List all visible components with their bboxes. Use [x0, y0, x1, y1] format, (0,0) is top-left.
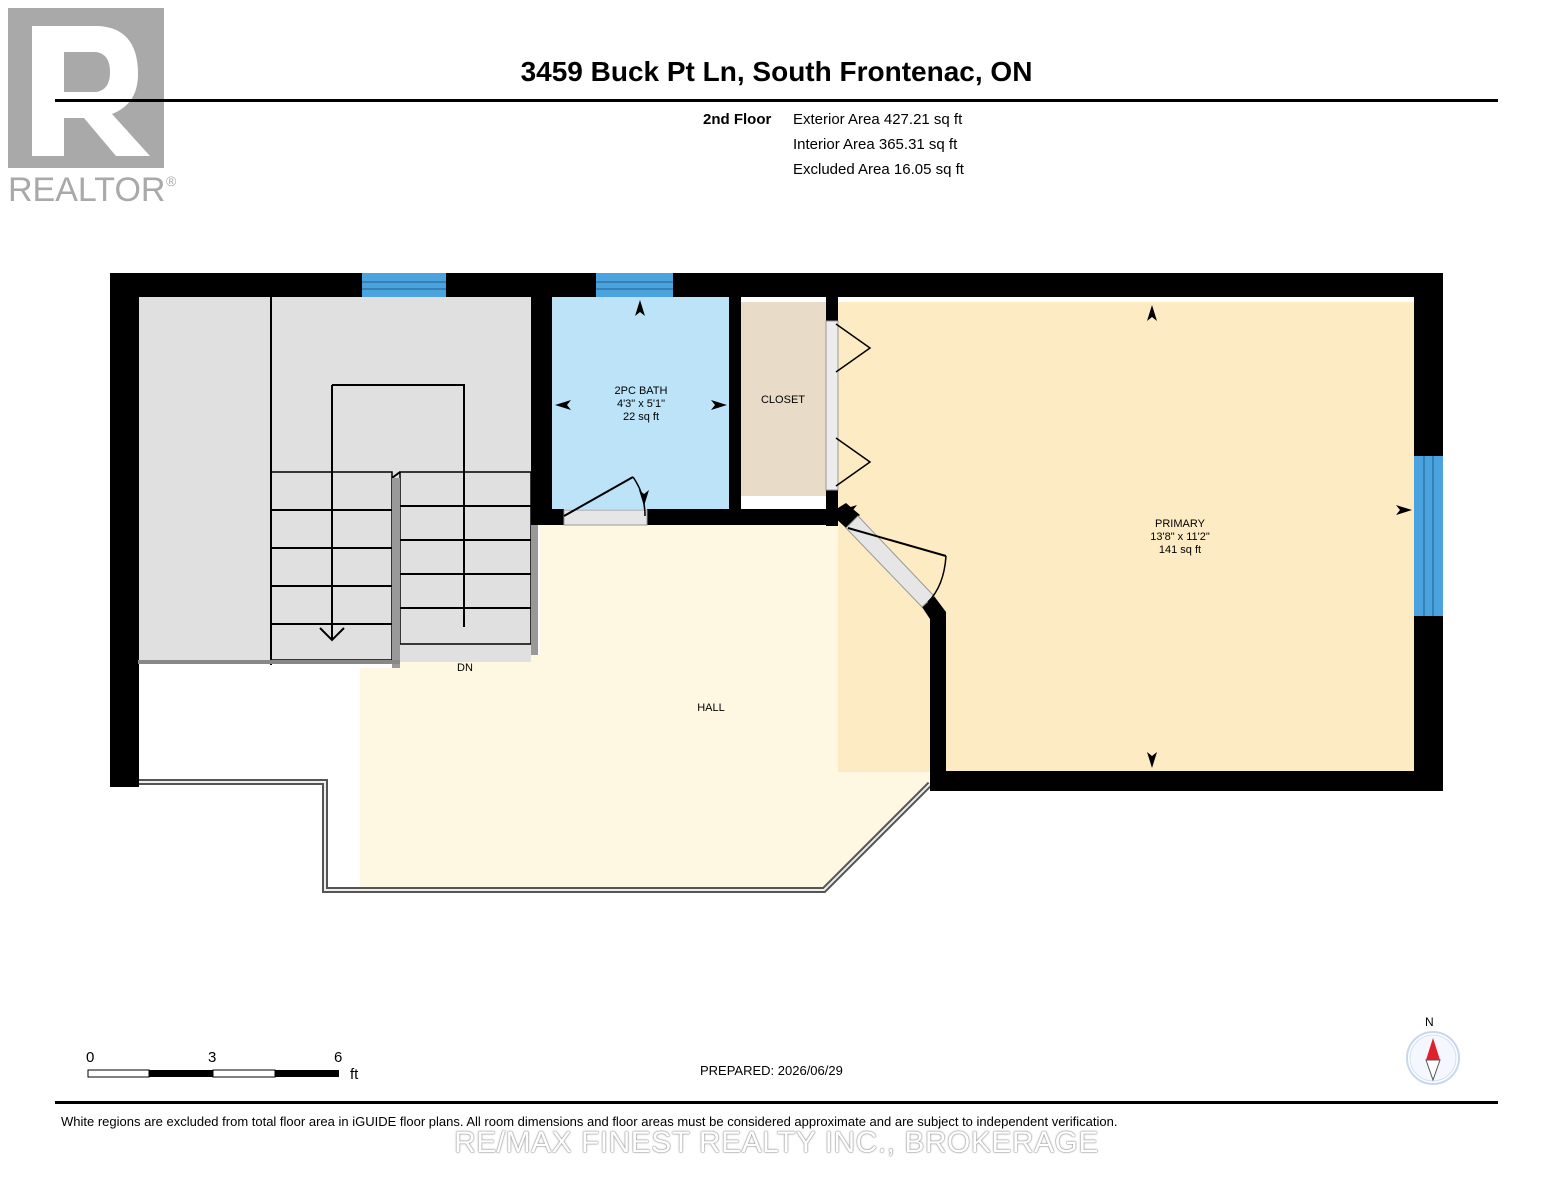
- scale-tick-0: 0: [86, 1049, 95, 1066]
- excluded-area: Excluded Area 16.05 sq ft: [793, 161, 964, 178]
- bath-room: [551, 296, 730, 509]
- prepared-date: PREPARED: 2026/06/29: [700, 1063, 843, 1078]
- floor-label: 2nd Floor: [703, 111, 772, 128]
- diagonal-wall-stub-bottom: [922, 596, 946, 622]
- bath-door-leaf: [563, 476, 634, 517]
- scale-segment-4: [275, 1070, 339, 1077]
- stair-rail-right: [531, 525, 538, 655]
- window-stairs: [362, 273, 446, 297]
- window-primary: [1414, 456, 1443, 616]
- realtor-registered-mark: ®: [166, 173, 177, 189]
- exterior-walls: [110, 273, 1443, 791]
- floor-plan: 2PC BATH 4'3" x 5'1" 22 sq ft CLOSET PRI…: [110, 273, 1443, 893]
- hall-area: [360, 525, 930, 890]
- realtor-logo-r: [32, 26, 150, 156]
- scale-tick-6: 6: [334, 1049, 343, 1066]
- brokerage-watermark: RE/MAX FINEST REALTY INC., BROKERAGE: [454, 1126, 1099, 1159]
- compass-needle-north: [1426, 1038, 1440, 1060]
- compass-needle-south: [1425, 1059, 1441, 1082]
- primary-door-leaf: [847, 527, 947, 557]
- bath-name: 2PC BATH: [615, 385, 668, 397]
- closet-door-track: [825, 320, 839, 491]
- primary-room: [838, 302, 1414, 772]
- scale-unit: ft: [350, 1066, 359, 1083]
- exterior-area: Exterior Area 427.21 sq ft: [793, 111, 963, 128]
- scale-tick-3: 3: [208, 1049, 217, 1066]
- compass-icon: [1406, 1031, 1460, 1085]
- closet-bifold-top: [835, 323, 872, 373]
- primary-dimensions: 13'8" x 11'2": [1150, 531, 1210, 543]
- header-rule: [55, 99, 1498, 102]
- closet-name: CLOSET: [761, 394, 805, 406]
- scale-bar: [87, 1069, 339, 1078]
- primary-door-swing: [927, 555, 947, 603]
- window-bath: [596, 273, 673, 297]
- realtor-logo: REALTOR ®: [8, 8, 177, 209]
- scale-segment-2: [149, 1070, 213, 1077]
- scale-segment-1: [87, 1069, 150, 1078]
- primary-area: 141 sq ft: [1159, 544, 1201, 556]
- hall-name: HALL: [697, 702, 725, 714]
- staircase: [270, 297, 532, 665]
- bath-dimensions: 4'3" x 5'1": [617, 398, 665, 410]
- footer-rule: [55, 1101, 1498, 1104]
- bath-door-opening: [563, 509, 648, 526]
- page-title: 3459 Buck Pt Ln, South Frontenac, ON: [520, 56, 1033, 87]
- primary-name: PRIMARY: [1155, 518, 1206, 530]
- stair-area: [138, 296, 531, 662]
- interior-area: Interior Area 365.31 sq ft: [793, 136, 958, 153]
- scale-segment-3: [212, 1069, 276, 1078]
- realtor-logo-text: REALTOR: [8, 171, 165, 209]
- lower-wall-outline-inner: [138, 781, 931, 891]
- stairs-down-label: DN: [457, 662, 473, 674]
- stair-rail-left: [392, 478, 400, 668]
- bath-area: 22 sq ft: [623, 411, 659, 423]
- dimension-arrows: [555, 300, 1412, 768]
- compass-north-label: N: [1425, 1015, 1434, 1029]
- disclaimer-text: White regions are excluded from total fl…: [61, 1114, 1118, 1129]
- closet-bifold-bottom: [835, 437, 872, 487]
- closet-room: [741, 302, 826, 496]
